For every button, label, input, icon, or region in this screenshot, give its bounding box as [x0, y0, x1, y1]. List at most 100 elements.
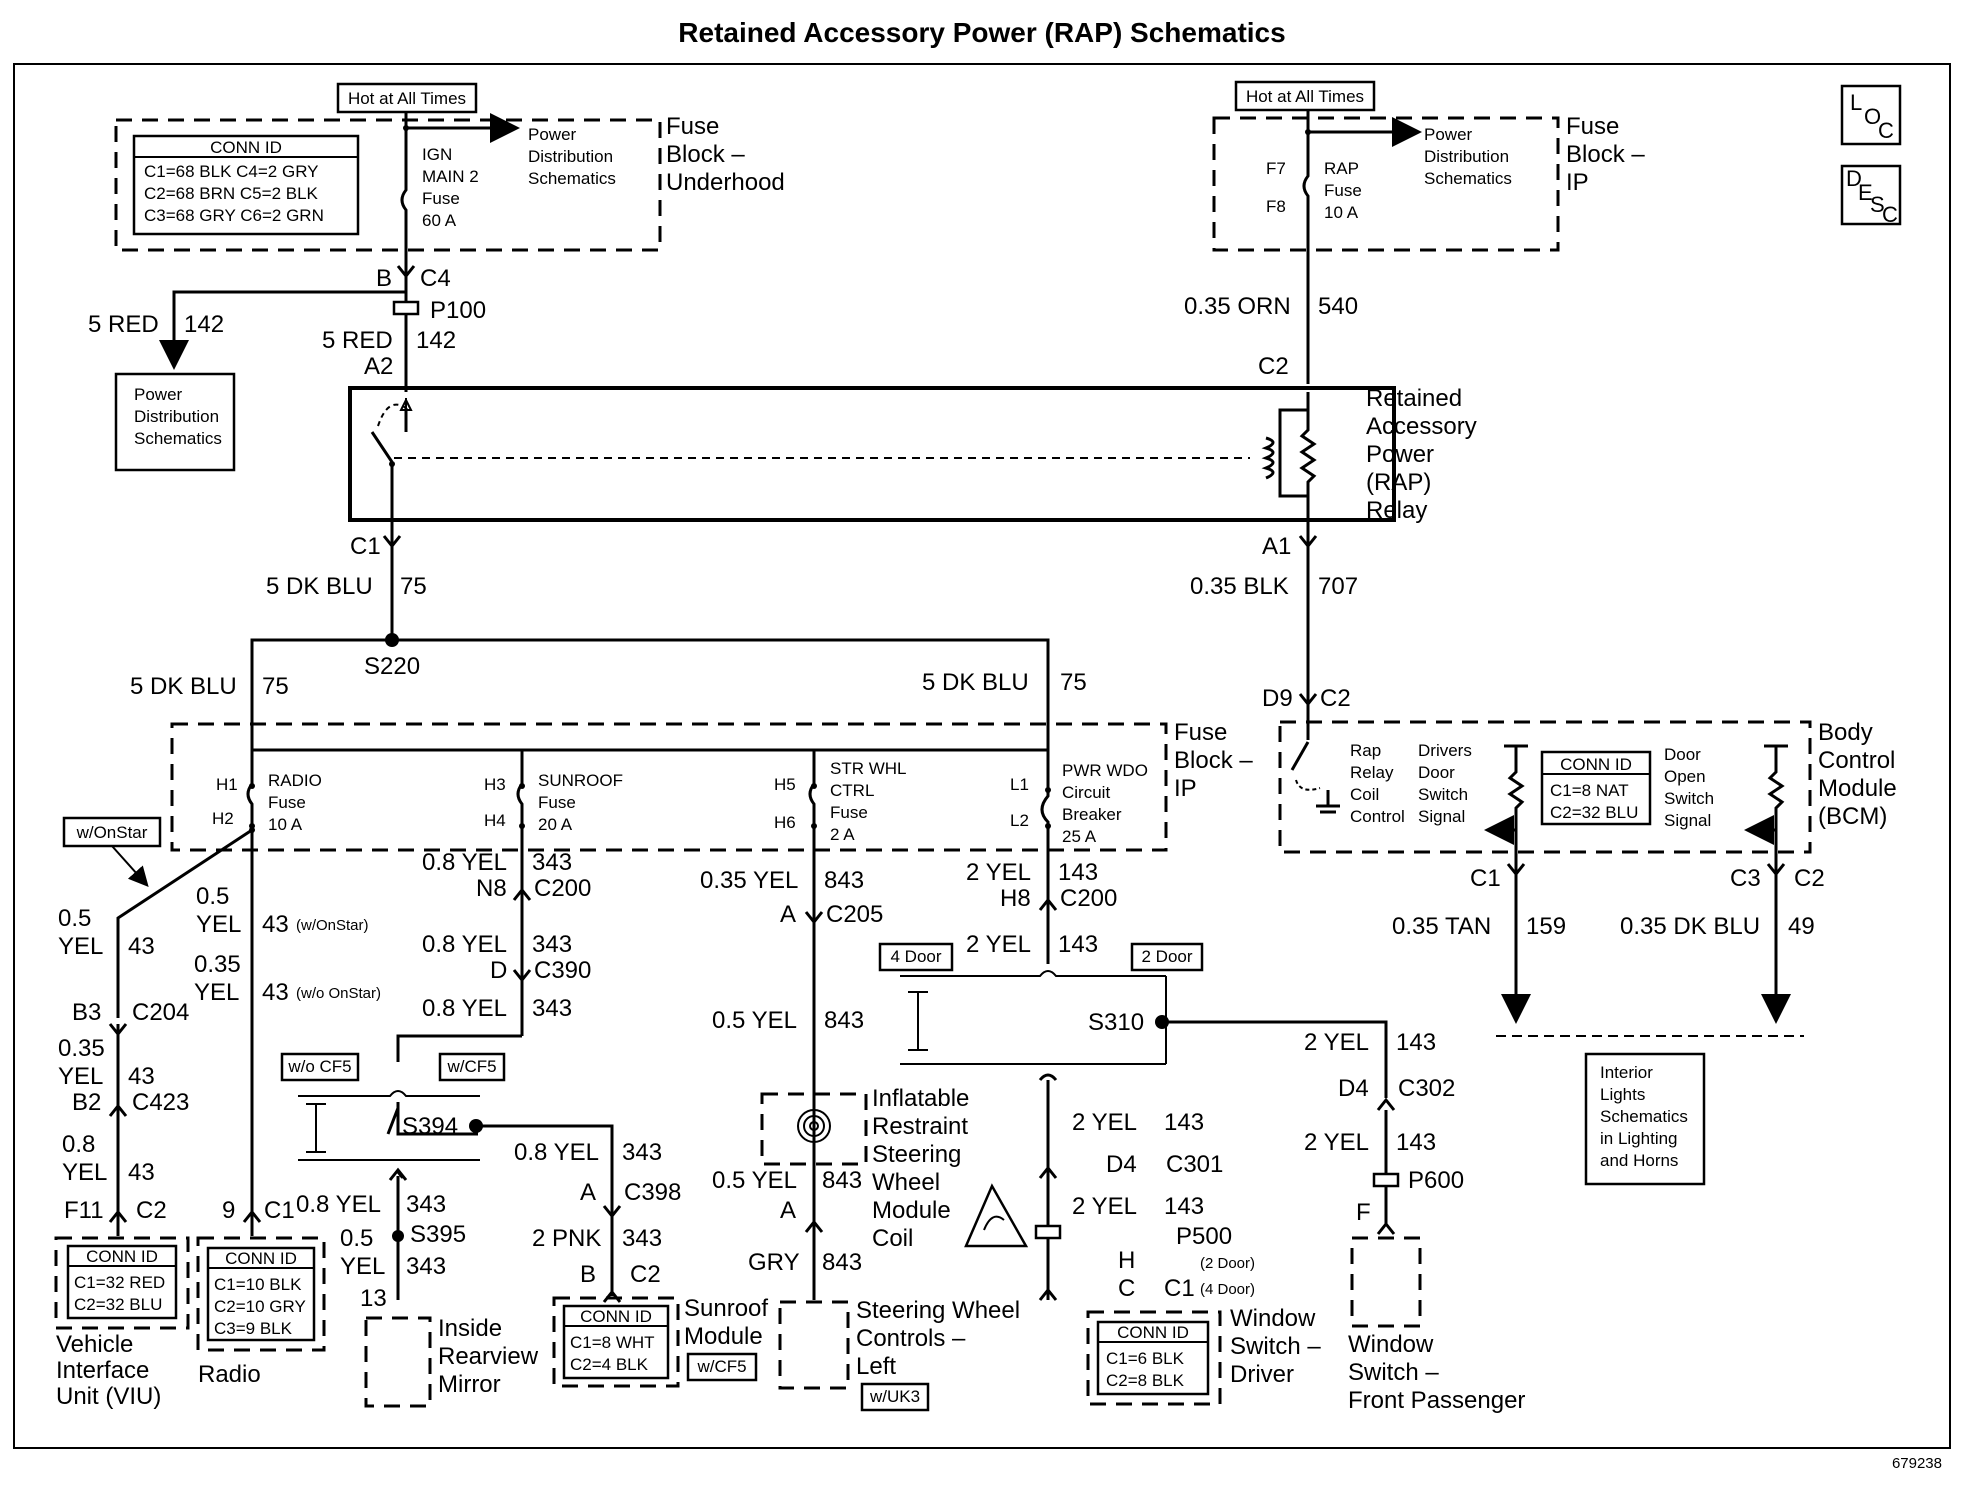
two-door-label: 2 Door	[1141, 947, 1192, 966]
viu-conn-row-2: C2=32 BLU	[74, 1295, 162, 1314]
viu-label-1: Vehicle	[56, 1331, 133, 1358]
rap-fuse-text-2: Fuse	[1324, 181, 1362, 200]
viu-wire-1a: 0.5	[58, 905, 91, 932]
steering-circuit-3: 843	[822, 1167, 862, 1194]
underhood-conn-id-title: CONN ID	[210, 138, 282, 157]
window-pass-label-1: Window	[1348, 1331, 1434, 1358]
bcm-conn-id-box	[1540, 750, 1652, 826]
viu-circuit-2: 43	[128, 1063, 155, 1090]
ign-fuse-text-4: 60 A	[422, 211, 457, 230]
sunroof-cf5-label: w/CF5	[696, 1357, 746, 1376]
passenger-wire-2: 2 YEL	[1304, 1129, 1369, 1156]
relay-label-5: Relay	[1366, 497, 1427, 524]
s395-label: S395	[410, 1221, 466, 1248]
sunroof-label-2: Module	[684, 1323, 763, 1350]
connector-c2-bcm: C2	[1320, 685, 1351, 712]
ip-top-label-2: Block –	[1566, 141, 1645, 168]
sunroof-wire-3: 0.8 YEL	[422, 995, 507, 1022]
c1-window-note: (4 Door)	[1200, 1281, 1255, 1298]
uk3-tag	[860, 1382, 930, 1412]
connector-b-sunroof: B	[580, 1261, 596, 1288]
ip-label-2: Block –	[1174, 747, 1253, 774]
connector-a-steering: A	[780, 901, 796, 928]
connector-c204: C204	[132, 999, 189, 1026]
bcm-door-text-1: Door	[1664, 745, 1701, 764]
p500-label: P500	[1176, 1223, 1232, 1250]
radio-component	[196, 1236, 326, 1352]
svg-text:L: L	[1850, 90, 1862, 115]
four-door-tag	[878, 942, 954, 972]
rap-fuse-text-1: RAP	[1324, 159, 1359, 178]
relay-label-1: Retained	[1366, 385, 1462, 412]
connector-c205: C205	[826, 901, 883, 928]
relay-switch-contact	[370, 431, 394, 463]
pin-h5: H5	[774, 775, 796, 794]
connector-c200-sunroof: C200	[534, 875, 591, 902]
radio-circuit-2: 43	[262, 979, 289, 1006]
irs-label-4: Wheel	[872, 1169, 940, 1196]
connector-h8: H8	[1000, 885, 1031, 912]
relay-coil	[1261, 436, 1275, 480]
radio-label: Radio	[198, 1361, 261, 1388]
connector-f11: F11	[64, 1197, 104, 1224]
four-door-label: 4 Door	[890, 947, 941, 966]
circuit-540: 540	[1318, 293, 1358, 320]
steering-circuit-4: 843	[822, 1249, 862, 1276]
connector-c: C	[1118, 1275, 1135, 1302]
bcm-rap-text-4: Control	[1350, 807, 1405, 826]
radio-conn-id-title: CONN ID	[225, 1249, 297, 1268]
p100-label: P100	[430, 297, 486, 324]
bcm-door-text-4: Signal	[1664, 811, 1711, 830]
left-pds-3: Schematics	[134, 429, 222, 448]
relay-label-2: Accessory	[1366, 413, 1477, 440]
radio-wire-2a: 0.35	[194, 951, 241, 978]
p600-connector	[1372, 1172, 1400, 1188]
underhood-pds-3: Schematics	[528, 169, 616, 188]
sunroof-label-1: Sunroof	[684, 1295, 768, 1322]
radio-connector-c1: C1	[264, 1197, 295, 1224]
pin-h6: H6	[774, 813, 796, 832]
connector-d4-c301: D4	[1106, 1151, 1137, 1178]
connector-c200-window: C200	[1060, 885, 1117, 912]
bcm-conn-id-title: CONN ID	[1560, 755, 1632, 774]
circuit-142-a: 142	[184, 311, 224, 338]
connector-c2-sunroof: C2	[630, 1261, 661, 1288]
pin-l2: L2	[1010, 811, 1029, 830]
sunroof-wire-5: 2 PNK	[532, 1225, 601, 1252]
connector-c3-bcm: C3	[1730, 865, 1761, 892]
underhood-pds-1: Power	[528, 125, 577, 144]
swc-label-3: Left	[856, 1353, 896, 1380]
irs-label-6: Coil	[872, 1225, 913, 1252]
relay-label-3: Power	[1366, 441, 1434, 468]
connector-a-sunroof: A	[580, 1179, 596, 1206]
window-conn-id-box	[1096, 1320, 1210, 1396]
circuit-75-left: 75	[262, 673, 289, 700]
viu-wire-2b: YEL	[58, 1063, 103, 1090]
strwhl-fuse-2: CTRL	[830, 781, 874, 800]
bcm-drv-text-4: Signal	[1418, 807, 1465, 826]
wire-5-dk-blu-left: 5 DK BLU	[130, 673, 237, 700]
passenger-circuit-1: 143	[1396, 1029, 1436, 1056]
fuse-block-ip: Fuse Block – IP H1 H2 RADIO Fuse 10 A H3…	[170, 719, 1253, 852]
connector-c2-bcm-b: C2	[1794, 865, 1825, 892]
pwr-wdo-3: Breaker	[1062, 805, 1122, 824]
passenger-wire-1: 2 YEL	[1304, 1029, 1369, 1056]
bcm-drv-text-3: Switch	[1418, 785, 1468, 804]
pin-l1: L1	[1010, 775, 1029, 794]
left-pds-box	[114, 372, 236, 472]
swc-label-1: Steering Wheel	[856, 1297, 1020, 1324]
bcm-rap-text-3: Coil	[1350, 785, 1379, 804]
sunroof-wire-4: 0.8 YEL	[514, 1139, 599, 1166]
ip-top-pds-2: Distribution	[1424, 147, 1509, 166]
splice-s395	[392, 1230, 404, 1242]
connector-c2-relay: C2	[1258, 353, 1289, 380]
window-wire-3: 2 YEL	[1072, 1109, 1137, 1136]
window-drv-label-2: Switch –	[1230, 1333, 1321, 1360]
radio-fuse-2: Fuse	[268, 793, 306, 812]
mirror-label-2: Rearview	[438, 1343, 539, 1370]
pin-h3: H3	[484, 775, 506, 794]
loc-icon[interactable]: LOC	[1840, 84, 1902, 146]
pin-h2: H2	[212, 809, 234, 828]
sunroof-circuit-1: 343	[532, 849, 572, 876]
